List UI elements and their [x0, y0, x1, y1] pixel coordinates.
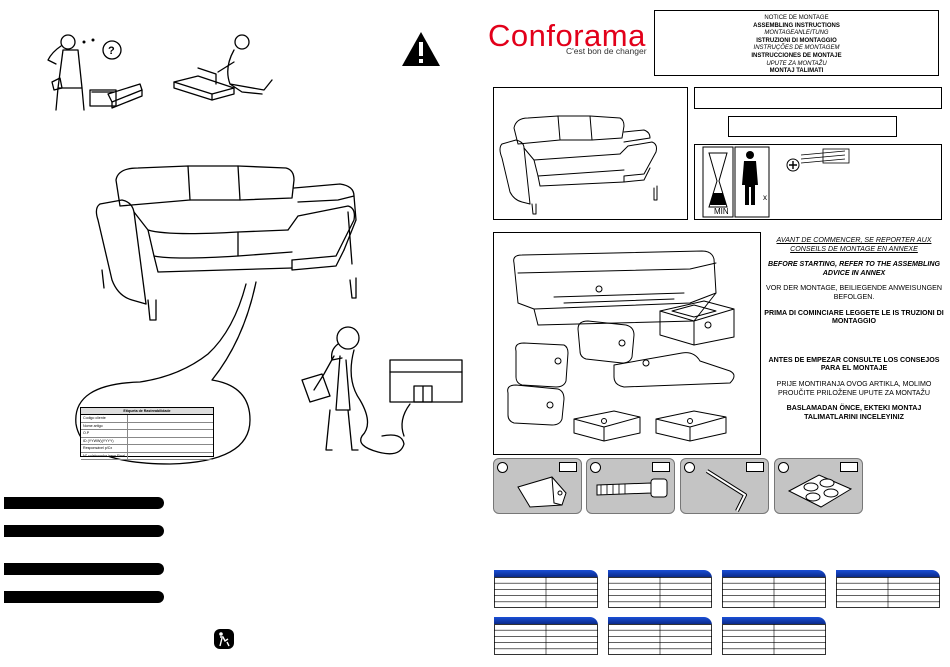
label-row-key: O.P	[81, 430, 128, 437]
label-row-key: N° colaborador /resp.Final	[81, 452, 128, 459]
label-title: Etiqueta de Rastreabilidade	[81, 408, 213, 415]
advice-es: ANTES DE EMPEZAR CONSULTE LOS CONSEJOS P…	[768, 355, 940, 373]
phone-call-illustration	[301, 326, 463, 455]
hardware-wooden-foot	[493, 458, 582, 514]
bolt-icon	[596, 478, 668, 498]
warning-icon	[402, 32, 440, 66]
label-callout	[75, 281, 257, 465]
brand-tagline: C'est bon de changer	[566, 46, 647, 56]
min-label: MIN	[714, 207, 729, 216]
sofa-illustration	[95, 165, 357, 321]
wooden-foot-icon	[517, 476, 567, 508]
notice-line: MONTAGEANLEITUNG	[764, 30, 829, 37]
notice-line: ASSEMBLING INSTRUCTIONS	[753, 22, 840, 29]
label-row-key: Codigo cliente	[81, 415, 128, 422]
advice-en: BEFORE STARTING, REFER TO THE ASSEMBLING…	[768, 260, 940, 277]
advice-it: PRIMA DI COMINCIARE LEGGETE LE IS TRUZIO…	[764, 308, 944, 326]
rule-bar-3	[4, 563, 164, 575]
notice-line: INSTRUÇÕES DE MONTAGEM	[753, 45, 840, 52]
notice-line: NOTICE DE MONTAGE	[764, 15, 829, 21]
label-row-key: ID (YYWW)(YYYY)	[81, 437, 128, 444]
notice-line: INSTRUCCIONES DE MONTAJE	[751, 52, 842, 59]
reference-table	[494, 570, 598, 608]
assemble-illustration	[173, 34, 273, 101]
assembly-advice: AVANT DE COMMENCER, SE REPORTER AUX CONS…	[764, 236, 944, 428]
rule-bar-2	[4, 525, 164, 537]
tools-required-panel: MIN x	[694, 144, 942, 220]
advice-de: VOR DER MONTAGE, BEILIEGENDE ANWEISUNGEN…	[765, 284, 943, 301]
rule-bar-4	[4, 591, 164, 603]
advice-fr: AVANT DE COMMENCER, SE REPORTER AUX CONS…	[776, 236, 932, 253]
reference-table	[608, 617, 712, 655]
label-row-key: Nome artigo	[81, 422, 128, 429]
hourglass-frame	[702, 146, 734, 218]
reference-table	[494, 617, 598, 655]
reference-table	[722, 570, 826, 608]
sofa-thumbnail	[499, 115, 658, 215]
reference-table	[836, 570, 940, 608]
hardware-allen-key	[680, 458, 769, 514]
allen-key-icon	[705, 469, 747, 512]
notice-line: MONTAJ TALIMATI	[769, 68, 824, 75]
hardware-bolt	[586, 458, 675, 514]
reference-table	[722, 617, 826, 655]
unpack-question-illustration: ?	[47, 34, 143, 111]
product-view-panel	[493, 87, 688, 220]
advice-hr: PRIJE MONTIRANJA OVOG ARTIKLA, MOLIMO PR…	[776, 379, 932, 397]
traceability-label: Etiqueta de Rastreabilidade Codigo clien…	[80, 407, 214, 460]
reference-table	[608, 570, 712, 608]
person-count-label: x	[763, 193, 767, 202]
label-row-key: Responsável p/Cx	[81, 445, 128, 452]
notice-line: UPUTE ZA MONTAŽU	[766, 60, 827, 67]
svg-text:?: ?	[108, 45, 115, 57]
person-icon	[742, 151, 758, 205]
advice-tr: BASLAMADAN ÖNCE, EKTEKI MONTAJ TALIMATLA…	[786, 404, 922, 421]
hardware-felt-pads	[774, 458, 863, 514]
product-name-field	[694, 87, 942, 109]
felt-pads-icon	[787, 474, 853, 508]
parts-overview-panel	[493, 232, 761, 455]
notice-line: ISTRUZIONI DI MONTAGGIO	[756, 37, 837, 44]
rule-bar-1	[4, 497, 164, 509]
product-ref-field	[728, 116, 897, 137]
brand-logo: Conforama	[488, 18, 646, 53]
recycle-icon	[214, 629, 234, 649]
